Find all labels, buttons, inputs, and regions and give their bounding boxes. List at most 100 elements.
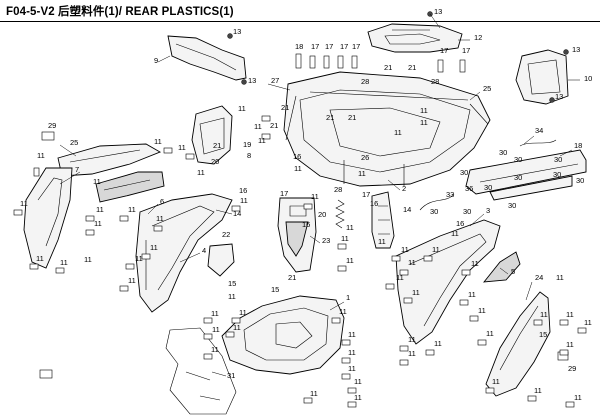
- callout-label: 11: [468, 290, 476, 299]
- callout-label: 30: [499, 148, 507, 157]
- callout-label: 17: [325, 42, 333, 51]
- callout-label: 11: [233, 323, 241, 332]
- callout-label: 20: [211, 157, 219, 166]
- callout-label: 11: [341, 234, 349, 243]
- callout-label: 14: [233, 209, 241, 218]
- callout-label: 30: [554, 155, 562, 164]
- callout-label: 11: [339, 307, 347, 316]
- callout-label: 11: [408, 258, 416, 267]
- callout-label: 11: [94, 219, 102, 228]
- callout-label: 21: [288, 273, 296, 282]
- callout-label: 27: [271, 76, 279, 85]
- callout-label: 11: [396, 273, 404, 282]
- part-rear-panel: [515, 49, 569, 105]
- part-right-bracket: [371, 191, 395, 249]
- callout-label: 11: [197, 168, 205, 177]
- callout-label: 26: [361, 153, 369, 162]
- callout-label: 11: [408, 335, 416, 344]
- part-right-piece: [482, 251, 521, 283]
- callout-label: 11: [394, 128, 402, 137]
- callout-label: 11: [178, 143, 186, 152]
- callout-label: 11: [534, 386, 542, 395]
- part-clip-29: [39, 131, 569, 379]
- callout-label: 11: [451, 229, 459, 238]
- callout-label: 11: [540, 310, 548, 319]
- callout-label: 16: [370, 199, 378, 208]
- fasteners: [13, 11, 587, 408]
- callout-label: 25: [483, 84, 491, 93]
- callout-label: 11: [156, 214, 164, 223]
- callout-label: 11: [574, 393, 582, 402]
- callout-label: 11: [212, 325, 220, 334]
- callout-label: 11: [311, 192, 319, 201]
- callout-label: 18: [295, 42, 303, 51]
- callout-label: 36: [465, 184, 473, 193]
- callout-label: 8: [247, 151, 251, 160]
- callout-label: 11: [211, 309, 219, 318]
- callout-label: 11: [228, 292, 236, 301]
- title-rule: [0, 21, 600, 22]
- callout-label: 13: [555, 92, 563, 101]
- callout-label: 20: [318, 210, 326, 219]
- callout-label: 10: [584, 74, 592, 83]
- callout-label: 30: [576, 176, 584, 185]
- callout-label: 5: [511, 267, 515, 276]
- callout-label: 11: [408, 349, 416, 358]
- part-spring: [335, 199, 345, 229]
- callout-label: 17: [352, 42, 360, 51]
- part-right-lower-panel: [485, 291, 551, 397]
- callout-label: 11: [93, 177, 101, 186]
- callout-label: 17: [311, 42, 319, 51]
- callout-label: 16: [456, 219, 464, 228]
- callout-label: 4: [202, 246, 206, 255]
- callout-label: 11: [239, 308, 247, 317]
- part-cable: [419, 139, 557, 211]
- callout-label: 11: [154, 137, 162, 146]
- callout-label: 17: [340, 42, 348, 51]
- callout-label: 11: [36, 254, 44, 263]
- callout-label: 11: [37, 151, 45, 160]
- callout-label: 28: [334, 185, 342, 194]
- callout-label: 13: [434, 7, 442, 16]
- part-left-fender: [135, 193, 233, 313]
- callout-label: 11: [238, 104, 246, 113]
- callout-label: 11: [420, 106, 428, 115]
- callout-label: 12: [474, 33, 482, 42]
- callout-label: 11: [566, 340, 574, 349]
- callout-label: 30: [463, 207, 471, 216]
- callout-label: 16: [239, 186, 247, 195]
- callout-label: 17: [280, 189, 288, 198]
- callout-label: 11: [492, 377, 500, 386]
- callout-label: 15: [271, 285, 279, 294]
- callout-label: 29: [48, 121, 56, 130]
- callout-label: 11: [60, 258, 68, 267]
- callout-label: 2: [402, 184, 406, 193]
- diagram-title: F04-5-V2 后塑料件(1)/ REAR PLASTICS(1): [6, 6, 234, 18]
- callout-label: 11: [20, 199, 28, 208]
- callout-label: 14: [403, 205, 411, 214]
- callout-label: 21: [281, 103, 289, 112]
- callout-label: 17: [440, 46, 448, 55]
- callout-label: 11: [128, 205, 136, 214]
- callout-label: 11: [150, 243, 158, 252]
- callout-label: 30: [430, 207, 438, 216]
- callout-label: 21: [384, 63, 392, 72]
- callout-label: 11: [434, 339, 442, 348]
- callout-label: 11: [211, 345, 219, 354]
- callout-label: 11: [84, 255, 92, 264]
- callout-label: 11: [378, 237, 386, 246]
- callout-label: 11: [240, 196, 248, 205]
- callout-label: 30: [514, 173, 522, 182]
- callout-label: 16: [302, 220, 310, 229]
- callout-label: 18: [574, 141, 582, 150]
- callout-label: 23: [322, 236, 330, 245]
- callout-label: 22: [222, 230, 230, 239]
- callout-label: 7: [75, 165, 79, 174]
- callout-label: 11: [348, 348, 356, 357]
- leader-lines: [59, 13, 580, 377]
- callout-label: 13: [572, 45, 580, 54]
- callout-label: 11: [432, 245, 440, 254]
- part-left-mudguard-strip: [95, 171, 165, 203]
